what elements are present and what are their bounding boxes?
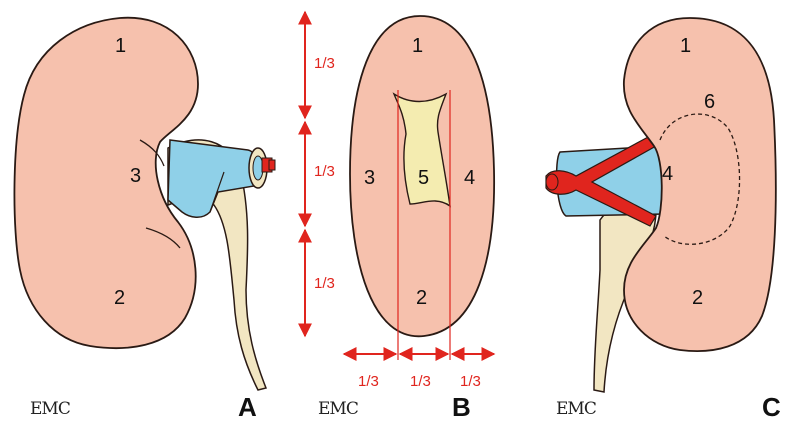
panel-c-zone-1: 1 (680, 35, 691, 57)
panel-b-zone-2: 2 (416, 287, 427, 309)
panel-c-zone-6: 6 (704, 91, 715, 113)
panel-c: 1 6 4 2 EMC C (546, 18, 781, 422)
panel-a-zone-1: 1 (115, 35, 126, 57)
panel-b-zone-5: 5 (418, 167, 429, 189)
panel-b-horiz-third-1: 1/3 (358, 373, 379, 390)
panel-b-horiz-third-2: 1/3 (410, 373, 431, 390)
panel-b-vert-third-1: 1/3 (314, 55, 335, 72)
panel-c-letter: C (762, 392, 781, 422)
panel-c-emc-logo: EMC (556, 399, 596, 419)
panel-c-zone-4: 4 (662, 163, 673, 185)
panel-c-zone-2: 2 (692, 287, 703, 309)
panel-b-horiz-third-3: 1/3 (460, 373, 481, 390)
panel-b-zone-3: 3 (364, 167, 375, 189)
panel-b-zone-1: 1 (412, 35, 423, 57)
panel-b-emc-logo: EMC (318, 399, 358, 419)
panel-a-emc-logo: EMC (30, 399, 70, 419)
panel-a: 1 3 2 EMC A (14, 18, 275, 422)
panel-a-letter: A (238, 392, 257, 422)
panel-b-vert-third-2: 1/3 (314, 163, 335, 180)
panel-b: 1/3 1/3 1/3 1 3 5 4 2 1/3 1/3 1/3 EMC B (305, 12, 494, 422)
panel-b-zone-4: 4 (464, 167, 475, 189)
panel-a-zone-2: 2 (114, 287, 125, 309)
panel-a-zone-3: 3 (130, 165, 141, 187)
panel-b-letter: B (452, 392, 471, 422)
panel-b-vert-third-3: 1/3 (314, 275, 335, 292)
